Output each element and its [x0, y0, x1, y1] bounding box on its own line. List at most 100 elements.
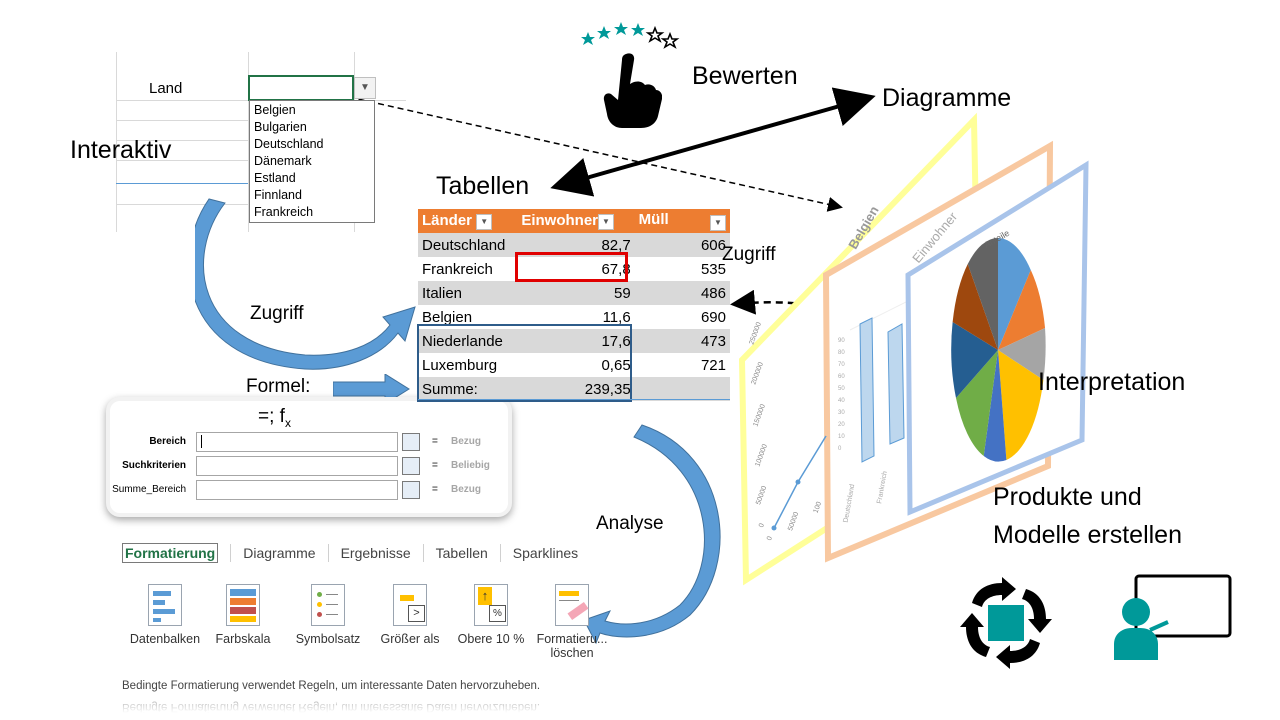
table-total-label[interactable]: Summe: [418, 377, 518, 401]
table-cell[interactable]: Belgien [422, 308, 473, 326]
arg-equals: = [432, 436, 438, 447]
tab-tabellen[interactable]: Tabellen [435, 545, 488, 561]
pie-slice [956, 350, 998, 456]
tab-separator [499, 544, 501, 562]
ribbon-tabs: Formatierung Diagramme Ergebnisse Tabell… [122, 543, 578, 563]
dropdown-option[interactable]: Finnland [254, 188, 302, 202]
highlight-box-red [515, 252, 628, 282]
arg-row-summe-bereich: Summe_Bereich = Bezug [106, 480, 486, 500]
table-cell[interactable]: 0,65 [601, 356, 631, 374]
stars-rating-icon [581, 22, 680, 49]
bar-frankreich [887, 323, 905, 445]
table-cell[interactable]: Luxemburg [422, 356, 498, 374]
curved-arrow-analyse [583, 424, 721, 645]
label-zugriff-left: Zugriff [250, 303, 304, 324]
tab-diagramme[interactable]: Diagramme [243, 545, 316, 561]
range-picker-icon[interactable] [402, 457, 420, 475]
dropdown-option[interactable]: Belgien [254, 103, 296, 117]
arg-label: Summe_Bereich [112, 484, 186, 495]
col-header-label: Länder [422, 212, 473, 230]
table-cell[interactable]: 721 [700, 356, 726, 374]
label-formel: Formel: [246, 376, 311, 397]
arg-row-bereich: Bereich = Bezug [106, 432, 486, 452]
greater-than-icon: > [393, 584, 427, 626]
ribbon-button-obere-10[interactable]: ↑ % Obere 10 % [452, 584, 530, 646]
col-header[interactable]: Einwohner▼ [517, 209, 635, 233]
ribbon-button-farbskala[interactable]: Farbskala [208, 584, 278, 646]
arg-input-bereich[interactable] [196, 432, 398, 452]
ribbon-button-formatierung-loeschen[interactable]: Formatieru... löschen [532, 584, 612, 660]
table-cell[interactable]: 486 [634, 281, 730, 305]
ribbon-button-label: Symbolsatz [295, 632, 361, 646]
dropdown-option[interactable]: Estland [254, 171, 296, 185]
tab-ergebnisse[interactable]: Ergebnisse [340, 545, 411, 561]
ribbon-description-reflection: Bedingte Formatierung verwendet Regeln, … [122, 701, 541, 713]
y-tick: 80 [838, 350, 845, 356]
pie-slice [951, 322, 998, 398]
clear-format-icon [555, 584, 589, 626]
table-cell[interactable]: Frankreich [422, 260, 493, 278]
pie-slice [967, 237, 998, 350]
dropdown-option[interactable]: Frankreich [254, 205, 314, 219]
label-analyse: Analyse [596, 513, 664, 534]
filter-icon[interactable]: ▼ [598, 213, 615, 230]
table-cell[interactable] [634, 377, 730, 401]
ribbon-button-label: Datenbalken [129, 632, 201, 646]
y-tick: 10 [838, 434, 845, 440]
tab-formatierung[interactable]: Formatierung [122, 543, 219, 563]
pie-slice [998, 238, 1031, 350]
dashed-arrow-interpretation-to-table [730, 289, 999, 388]
filter-icon[interactable]: ▼ [710, 215, 726, 231]
curved-arrow-zugriff [195, 198, 416, 370]
col-header[interactable]: Länder ▼ [418, 209, 518, 233]
y-tick: 60 [838, 374, 845, 380]
range-picker-icon[interactable] [402, 481, 420, 499]
table-cell-highlighted[interactable]: 67,8 [601, 260, 631, 278]
label-tabellen: Tabellen [436, 172, 530, 200]
ribbon-button-label: Farbskala [215, 632, 271, 646]
arg-row-suchkriterien: Suchkriterien = Beliebig [106, 456, 490, 476]
ribbon-label-part: ru... [585, 632, 608, 646]
tab-separator [230, 544, 232, 562]
formel-symbols: =; fx [258, 406, 291, 430]
text-cursor [201, 435, 202, 448]
data-bars-icon [148, 584, 182, 626]
table-cell[interactable]: Niederlande [418, 329, 518, 353]
top-ten-icon: ↑ % [474, 584, 508, 626]
bar-deutschland [859, 317, 875, 463]
ribbon-button-groesser-als[interactable]: > Größer als [372, 584, 448, 646]
ribbon-button-datenbalken[interactable]: Datenbalken [122, 584, 208, 646]
label-zugriff-right: Zugriff [722, 244, 776, 265]
tab-separator [422, 544, 424, 562]
col-header[interactable]: Müll ▼ [634, 209, 730, 233]
dropdown-cell[interactable] [248, 75, 354, 101]
table-cell[interactable]: 59 [517, 281, 635, 305]
arg-input-summe-bereich[interactable] [196, 480, 398, 500]
table-total-value[interactable]: 239,35 [517, 377, 635, 401]
table-total-row: Summe: 239,35 [418, 377, 730, 401]
dropdown-option[interactable]: Bulgarien [254, 120, 307, 134]
tab-sparklines[interactable]: Sparklines [512, 545, 579, 561]
dropdown-option[interactable]: Dänemark [254, 154, 312, 168]
table-cell[interactable]: 17,6 [517, 329, 635, 353]
table-cell[interactable]: 11,6 [602, 308, 631, 326]
selection-box-blue [417, 324, 632, 402]
color-scale-icon [226, 584, 260, 626]
arg-input-suchkriterien[interactable] [196, 456, 398, 476]
table-cell[interactable]: 690 [700, 308, 726, 326]
table-cell[interactable]: 606 [634, 233, 730, 257]
ribbon-button-symbolsatz[interactable]: Symbolsatz [288, 584, 368, 646]
filter-icon[interactable]: ▼ [476, 213, 493, 230]
dropdown-arrow-button[interactable]: ▼ [354, 77, 376, 99]
range-picker-icon[interactable] [402, 433, 420, 451]
table-cell[interactable]: Deutschland [418, 233, 518, 257]
pie-slice [998, 328, 1046, 380]
table-cell[interactable]: 535 [700, 260, 726, 278]
arg-hint: Bezug [451, 484, 481, 495]
ribbon-description: Bedingte Formatierung verwendet Regeln, … [122, 680, 541, 692]
table-cell[interactable]: Italien [418, 281, 518, 305]
table-cell[interactable]: 473 [634, 329, 730, 353]
dropdown-option[interactable]: Deutschland [254, 137, 324, 151]
cell-label-land: Land [149, 80, 183, 97]
